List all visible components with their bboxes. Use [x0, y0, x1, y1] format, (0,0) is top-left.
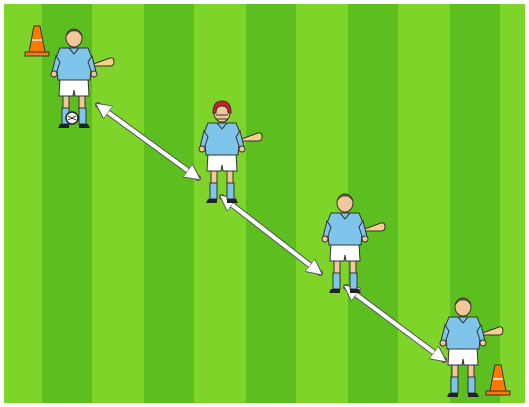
ball-icon [66, 112, 78, 124]
